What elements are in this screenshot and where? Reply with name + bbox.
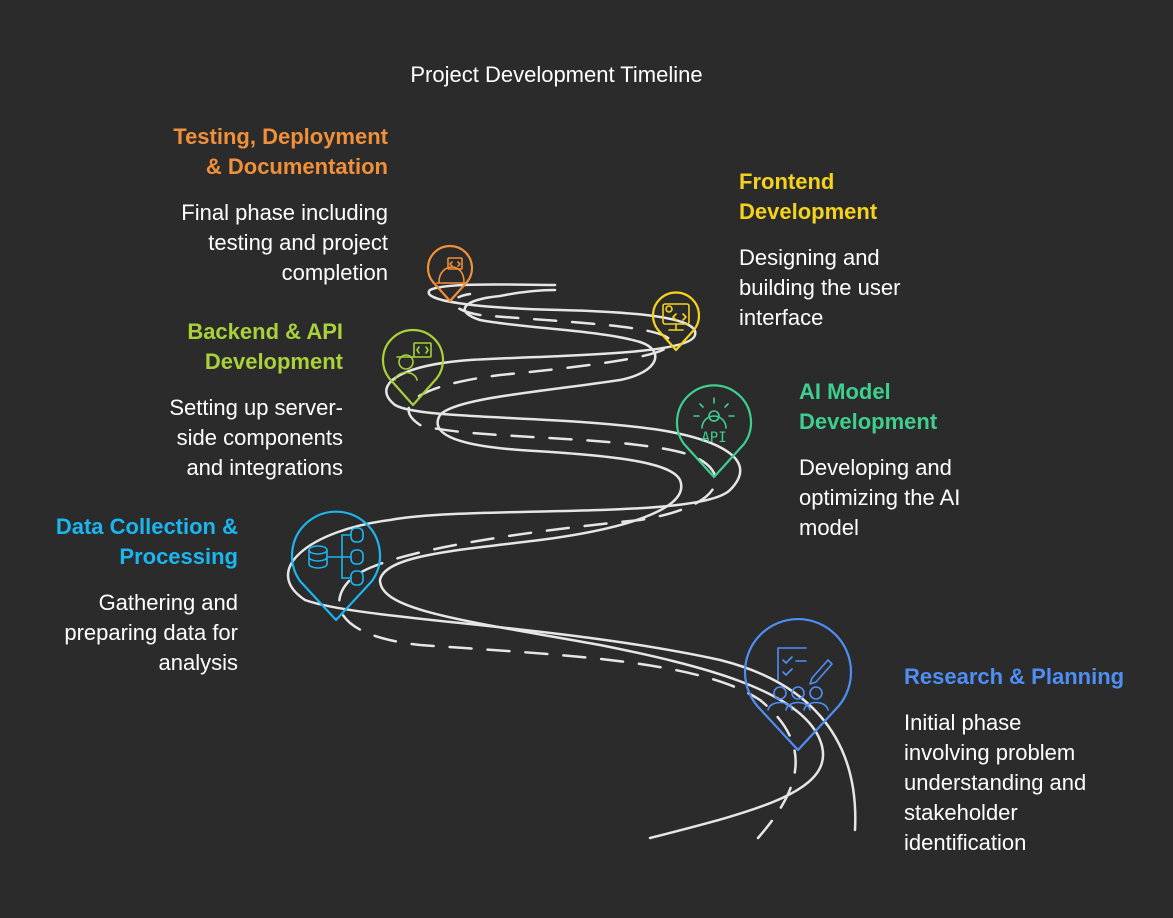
ai-model-icon-text: API — [701, 430, 726, 446]
stage-frontend: Frontend Development Designing and build… — [739, 167, 999, 333]
database-flow-icon — [308, 527, 364, 586]
stage-data: Data Collection & Processing Gathering a… — [8, 512, 238, 678]
pin-outline — [743, 617, 853, 752]
pin-outline — [290, 510, 382, 622]
stage-backend-description: Setting up server- side components and i… — [169, 395, 343, 480]
stage-backend-heading: Backend & API Development — [187, 319, 343, 374]
road-center-dashes — [338, 292, 797, 840]
road-edge-outer — [286, 283, 857, 832]
pin-outline — [426, 244, 474, 303]
pin-backend[interactable] — [381, 328, 445, 407]
stage-research: Research & Planning Initial phase involv… — [904, 662, 1164, 858]
stage-research-description: Initial phase involving problem understa… — [904, 710, 1087, 855]
stage-testing-heading: Testing, Deployment & Documentation — [173, 124, 388, 179]
pin-outline — [675, 384, 753, 479]
gear-api-icon — [693, 397, 735, 429]
stage-frontend-description: Designing and building the user interfac… — [739, 245, 901, 330]
pin-data[interactable] — [290, 510, 382, 622]
stage-ai-model-heading: AI Model Development — [799, 379, 938, 434]
pin-ai-model[interactable]: API — [675, 384, 753, 479]
stage-data-description: Gathering and preparing data for analysi… — [64, 590, 238, 675]
pin-testing[interactable] — [426, 244, 474, 303]
pin-outline — [381, 328, 445, 407]
stage-frontend-heading: Frontend Development — [739, 169, 878, 224]
pin-outline — [651, 291, 701, 352]
monitor-code-icon — [662, 303, 690, 331]
stage-research-heading: Research & Planning — [904, 664, 1125, 689]
engineer-code-icon — [436, 257, 467, 284]
stage-ai-model: AI Model Development Developing and opti… — [799, 377, 1059, 543]
stage-backend: Backend & API Development Setting up ser… — [83, 317, 343, 483]
stage-ai-model-description: Developing and optimizing the AI model — [799, 455, 961, 540]
checklist-team-icon — [767, 647, 833, 711]
developer-code-icon — [394, 342, 432, 381]
stage-testing-description: Final phase including testing and projec… — [181, 200, 388, 285]
road-edge-inner — [378, 288, 825, 840]
diagram-title: Project Development Timeline — [410, 62, 703, 87]
winding-road — [286, 283, 857, 840]
stage-data-heading: Data Collection & Processing — [55, 514, 238, 569]
pin-research[interactable] — [743, 617, 853, 752]
pin-frontend[interactable] — [651, 291, 701, 352]
stage-testing: Testing, Deployment & Documentation Fina… — [88, 122, 388, 288]
